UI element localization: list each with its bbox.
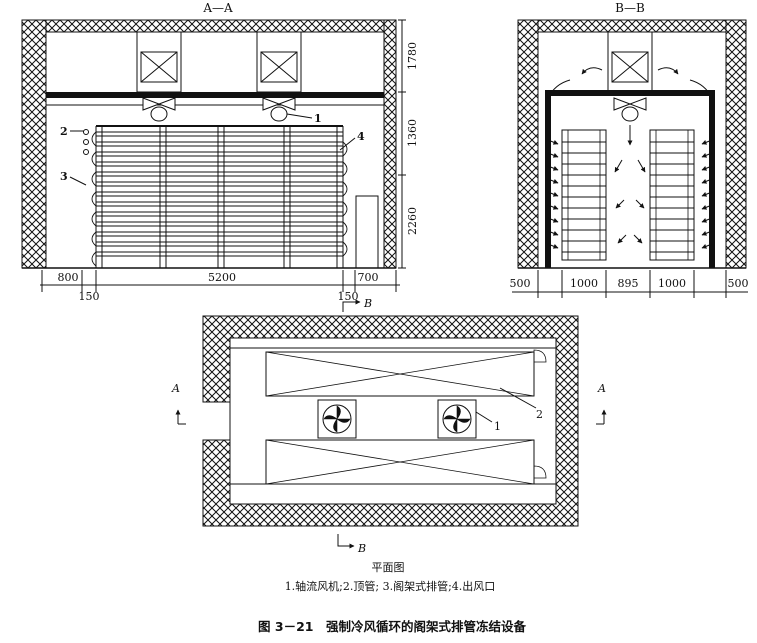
- aa-dim-right: [398, 19, 406, 269]
- plan-rack-top: [265, 351, 535, 397]
- bb-rack-right: [649, 129, 695, 261]
- plan-title: 平面图: [372, 561, 405, 574]
- aa-callout-3: 3: [60, 170, 68, 183]
- aa-callout-1: 1: [314, 112, 322, 125]
- plan-fan-left-icon: [317, 399, 357, 439]
- plan-rack-bottom: [265, 439, 535, 485]
- bb-dim-500-left: 500: [510, 277, 531, 290]
- aa-air-outlet: [355, 195, 379, 269]
- aa-callout-2: 2: [60, 125, 68, 138]
- bb-dim-1000-left: 1000: [570, 277, 598, 290]
- aa-leader-3: [69, 176, 87, 186]
- section-a-a-title: A—A: [202, 1, 233, 15]
- bb-airflow-arrows: [547, 67, 713, 244]
- figure-legend: 1.轴流风机;2.顶管; 3.阁架式排管;4.出风口: [285, 579, 496, 593]
- plan-cut-b-top: [342, 299, 361, 312]
- aa-callout-4: 4: [357, 130, 365, 143]
- aa-leader-1: [286, 113, 313, 119]
- aa-fan-icon-left: [142, 97, 176, 122]
- plan-cut-b-bottom-label: B: [357, 542, 366, 555]
- plan-leader-1: [475, 411, 493, 423]
- aa-dim-150-right: 150: [338, 290, 359, 303]
- bb-ceiling-duct: [545, 90, 715, 268]
- aa-wall-right: [383, 19, 397, 269]
- plan-door-arc-top: [533, 349, 547, 363]
- aa-dim-700: 700: [358, 271, 379, 284]
- bb-wall-top: [517, 19, 747, 33]
- bb-dim-1000-right: 1000: [658, 277, 686, 290]
- aa-ceiling-plate: [46, 92, 384, 98]
- aa-dim-bottom: [40, 270, 400, 292]
- plan-cut-a-right: [596, 409, 607, 425]
- section-b-b: B—B: [510, 1, 749, 298]
- plan-callout-1: 1: [494, 420, 501, 433]
- plan-duct-bottom: [229, 483, 557, 505]
- bb-fan-box: [607, 31, 653, 93]
- aa-dim-2260: 2260: [406, 207, 419, 235]
- aa-leader-4: [339, 137, 356, 151]
- plan-door-arc-bottom: [533, 465, 547, 479]
- aa-wall-top: [21, 19, 397, 33]
- plan-callout-2: 2: [536, 408, 543, 421]
- bb-dim-bottom: [512, 270, 748, 298]
- aa-dim-5200: 5200: [208, 271, 236, 284]
- aa-dim-1360: 1360: [406, 119, 419, 147]
- plan-fan-right-icon: [437, 399, 477, 439]
- plan-cut-a-left: [175, 409, 186, 425]
- plan-duct-top: [229, 337, 557, 349]
- bb-rack-left: [561, 129, 607, 261]
- bb-wall-right: [725, 19, 747, 269]
- plan-view: B 2 1: [171, 297, 607, 574]
- aa-wall-left: [21, 19, 47, 269]
- bb-fan-icon: [613, 97, 647, 122]
- aa-fan-box-left: [136, 31, 182, 93]
- plan-leader-2: [499, 387, 537, 409]
- aa-dim-150-left: 150: [79, 290, 100, 303]
- plan-cut-a-right-label: A: [597, 382, 606, 395]
- bb-wall-left: [517, 19, 539, 269]
- section-b-b-title: B—B: [615, 1, 645, 15]
- plan-cut-a-left-label: A: [171, 382, 180, 395]
- section-a-a: A—A: [21, 1, 419, 303]
- figure-caption: 图 3－21 强制冷风循环的阁架式排管冻结设备: [258, 619, 526, 634]
- aa-fan-icon-right: [262, 97, 296, 122]
- bb-dim-895: 895: [618, 277, 639, 290]
- aa-dim-1780: 1780: [406, 42, 419, 70]
- aa-shelf-rack: [83, 125, 348, 268]
- bb-dim-500-right: 500: [728, 277, 749, 290]
- bb-side-arrows: [547, 139, 713, 249]
- plan-cut-b-top-label: B: [363, 297, 372, 310]
- aa-fan-box-right: [256, 31, 302, 93]
- plan-cut-b-bottom: [337, 534, 355, 549]
- aa-dim-800: 800: [58, 271, 79, 284]
